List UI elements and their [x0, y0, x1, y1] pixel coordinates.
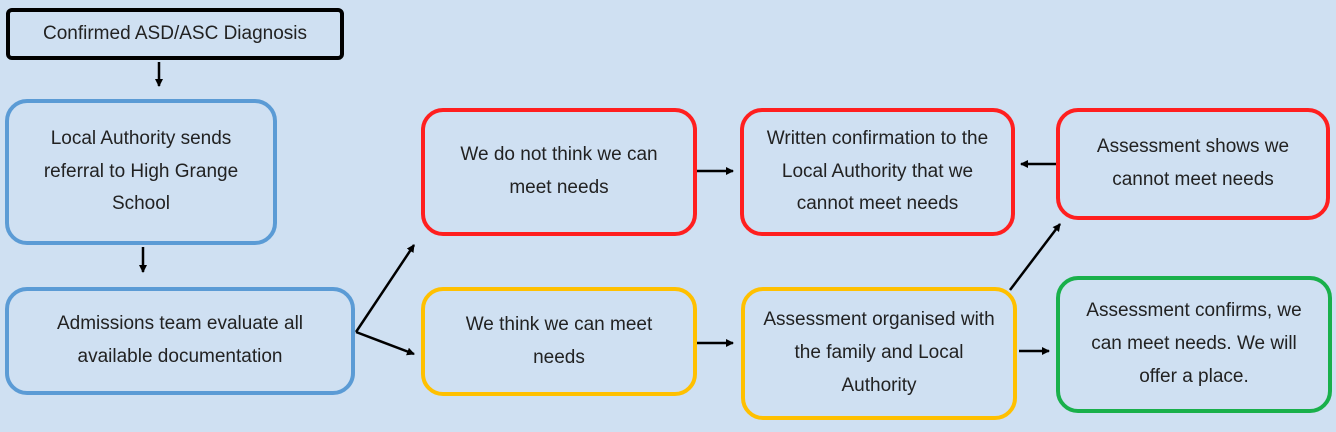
node-can-meet-needs: We think we can meet needs — [421, 287, 697, 396]
node-written-confirmation-text: Written confirmation to the Local Author… — [766, 127, 989, 215]
node-local-authority-referral: Local Authority sends referral to High G… — [5, 99, 277, 245]
arrow-organised-to-shows-cannot — [1009, 223, 1061, 291]
node-assessment-shows-cannot: Assessment shows we cannot meet needs — [1056, 108, 1330, 220]
node-confirmed-diagnosis-text: Confirmed ASD/ASC Diagnosis — [43, 22, 307, 44]
node-admissions-evaluate-text: Admissions team evaluate all available d… — [56, 313, 304, 367]
node-assessment-confirms-text: Assessment confirms, we can meet needs. … — [1086, 300, 1302, 387]
node-assessment-organised: Assessment organised with the family and… — [741, 287, 1017, 420]
node-assessment-confirms: Assessment confirms, we can meet needs. … — [1056, 276, 1332, 413]
node-assessment-shows-cannot-text: Assessment shows we cannot meet needs — [1096, 136, 1290, 190]
node-cannot-meet-needs: We do not think we can meet needs — [421, 108, 697, 236]
node-can-meet-needs-text: We think we can meet needs — [465, 313, 653, 368]
arrow-admissions-to-cannot — [354, 244, 416, 333]
node-admissions-evaluate: Admissions team evaluate all available d… — [5, 287, 355, 395]
node-local-authority-referral-text: Local Authority sends referral to High G… — [43, 127, 239, 215]
node-cannot-meet-needs-text: We do not think we can meet needs — [460, 144, 658, 198]
node-written-confirmation: Written confirmation to the Local Author… — [740, 108, 1015, 236]
arrow-admissions-to-can — [355, 330, 415, 356]
node-confirmed-diagnosis: Confirmed ASD/ASC Diagnosis — [6, 8, 344, 60]
node-assessment-organised-text: Assessment organised with the family and… — [763, 309, 995, 396]
